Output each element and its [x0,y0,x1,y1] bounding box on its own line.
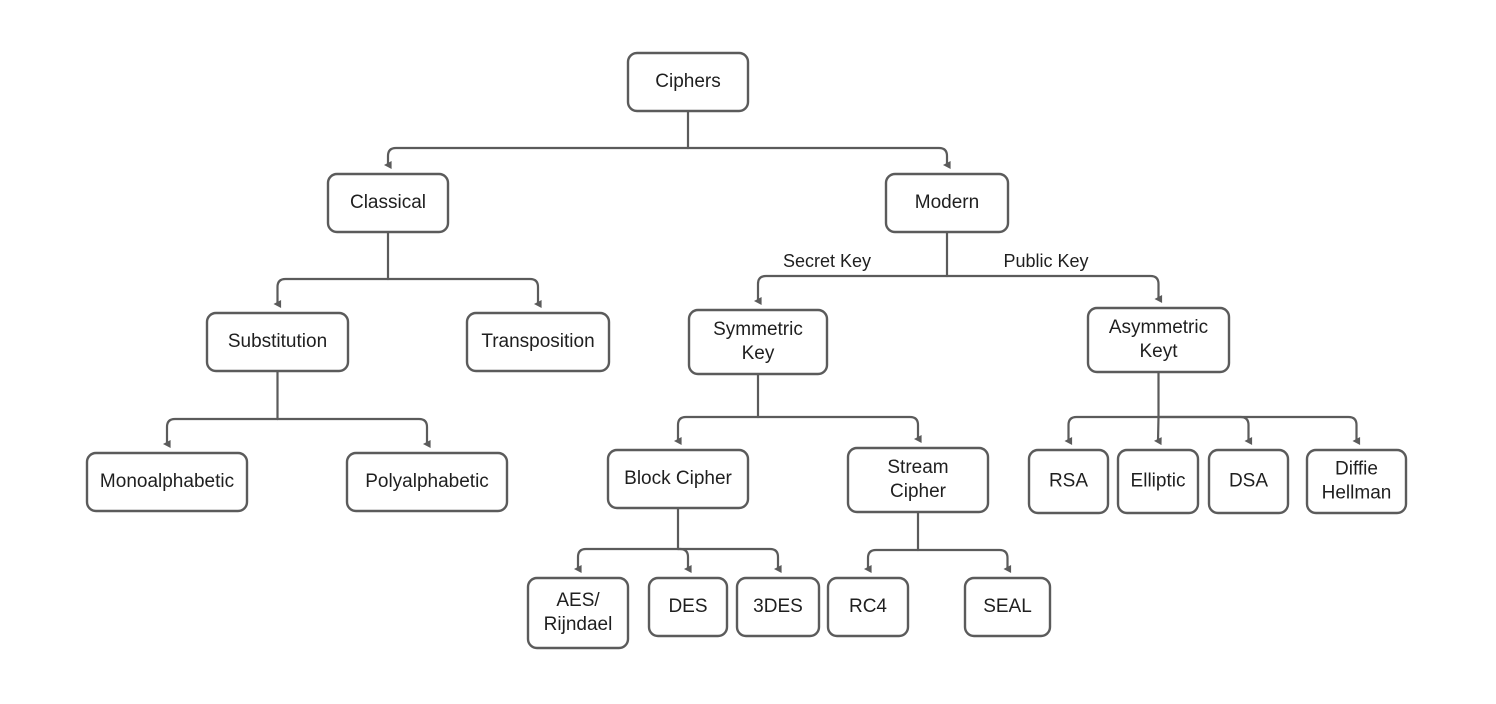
node-box-dsa[interactable] [1207,448,1290,515]
node-modern[interactable]: Modern [884,172,1010,234]
edge-e-asym-dh [1157,415,1361,445]
node-label-rc4: RC4 [849,596,887,617]
node-label-block-cipher: Block Cipher [624,468,732,489]
edge-e-ciphers-classical [383,146,690,169]
edge-label-secret-key-label: Secret Key [783,251,871,271]
node-seal[interactable]: SEAL [963,576,1052,638]
edge-e-asym-rsa [1064,415,1160,445]
node-label-3des: 3DES [753,596,803,617]
node-box-asymmetric-key[interactable] [1086,306,1231,374]
node-box-symmetric-key[interactable] [687,308,829,376]
edge-e-modern-asymmetric [945,274,1163,303]
node-box-stream-cipher[interactable] [846,446,990,514]
node-label-polyalphabetic: Polyalphabetic [365,471,489,492]
edge-e-classical-substitution [273,277,390,308]
node-box-block-cipher[interactable] [606,448,750,510]
node-label-ciphers: Ciphers [655,71,720,92]
node-label-seal: SEAL [983,596,1032,617]
node-ciphers[interactable]: Ciphers [626,51,750,113]
node-box-aes-rijndael[interactable] [526,576,630,650]
node-label-classical: Classical [350,192,426,213]
node-polyalphabetic[interactable]: Polyalphabetic [345,451,509,513]
node-box-elliptic[interactable] [1116,448,1200,515]
node-box-monoalphabetic[interactable] [85,451,249,513]
edge-e-ciphers-modern [686,146,951,169]
node-substitution[interactable]: Substitution [205,311,350,373]
node-box-rsa[interactable] [1027,448,1110,515]
edge-e-sub-poly [276,417,431,448]
node-3des[interactable]: 3DES [735,576,821,638]
node-elliptic[interactable]: Elliptic [1116,448,1200,515]
edge-e-block-des [676,547,692,573]
node-aes-rijndael[interactable]: AES/Rijndael [526,576,630,650]
edges-layer [162,109,1361,573]
edge-e-block-aes [573,547,680,573]
node-block-cipher[interactable]: Block Cipher [606,448,750,510]
node-box-ciphers[interactable] [626,51,750,113]
node-label-modern: Modern [915,192,979,213]
edge-e-stream-seal [916,548,1012,573]
node-box-diffie-hellman[interactable] [1305,448,1408,515]
edge-e-asym-dsa [1157,415,1253,445]
edge-label-public-key-label: Public Key [1003,251,1088,271]
node-des[interactable]: DES [647,576,729,638]
node-box-des[interactable] [647,576,729,638]
edge-e-sub-mono [162,417,279,448]
node-label-dsa: DSA [1229,471,1268,492]
edge-e-classical-transposition [386,277,542,308]
node-box-polyalphabetic[interactable] [345,451,509,513]
node-label-monoalphabetic: Monoalphabetic [100,471,234,492]
node-box-seal[interactable] [963,576,1052,638]
edge-e-sym-stream [756,415,922,443]
node-box-substitution[interactable] [205,311,350,373]
node-box-modern[interactable] [884,172,1010,234]
node-monoalphabetic[interactable]: Monoalphabetic [85,451,249,513]
node-box-classical[interactable] [326,172,450,234]
edge-e-stream-rc4 [863,548,920,573]
node-box-3des[interactable] [735,576,821,638]
node-label-transposition: Transposition [481,331,594,352]
node-label-elliptic: Elliptic [1131,471,1186,492]
node-rc4[interactable]: RC4 [826,576,910,638]
edge-e-block-3des [676,547,782,573]
node-label-des: DES [668,596,707,617]
node-classical[interactable]: Classical [326,172,450,234]
edge-e-sym-block [673,415,760,445]
edge-e-modern-symmetric [753,274,949,305]
node-label-substitution: Substitution [228,331,327,352]
edge-e-asym-elliptic [1154,415,1162,446]
node-box-transposition[interactable] [465,311,611,373]
node-box-rc4[interactable] [826,576,910,638]
node-transposition[interactable]: Transposition [465,311,611,373]
node-rsa[interactable]: RSA [1027,448,1110,515]
node-label-rsa: RSA [1049,471,1088,492]
edge-labels-layer: Secret Key Public Key [783,251,1089,271]
node-label-aes-rijndael: AES/Rijndael [544,590,613,635]
node-dsa[interactable]: DSA [1207,448,1290,515]
